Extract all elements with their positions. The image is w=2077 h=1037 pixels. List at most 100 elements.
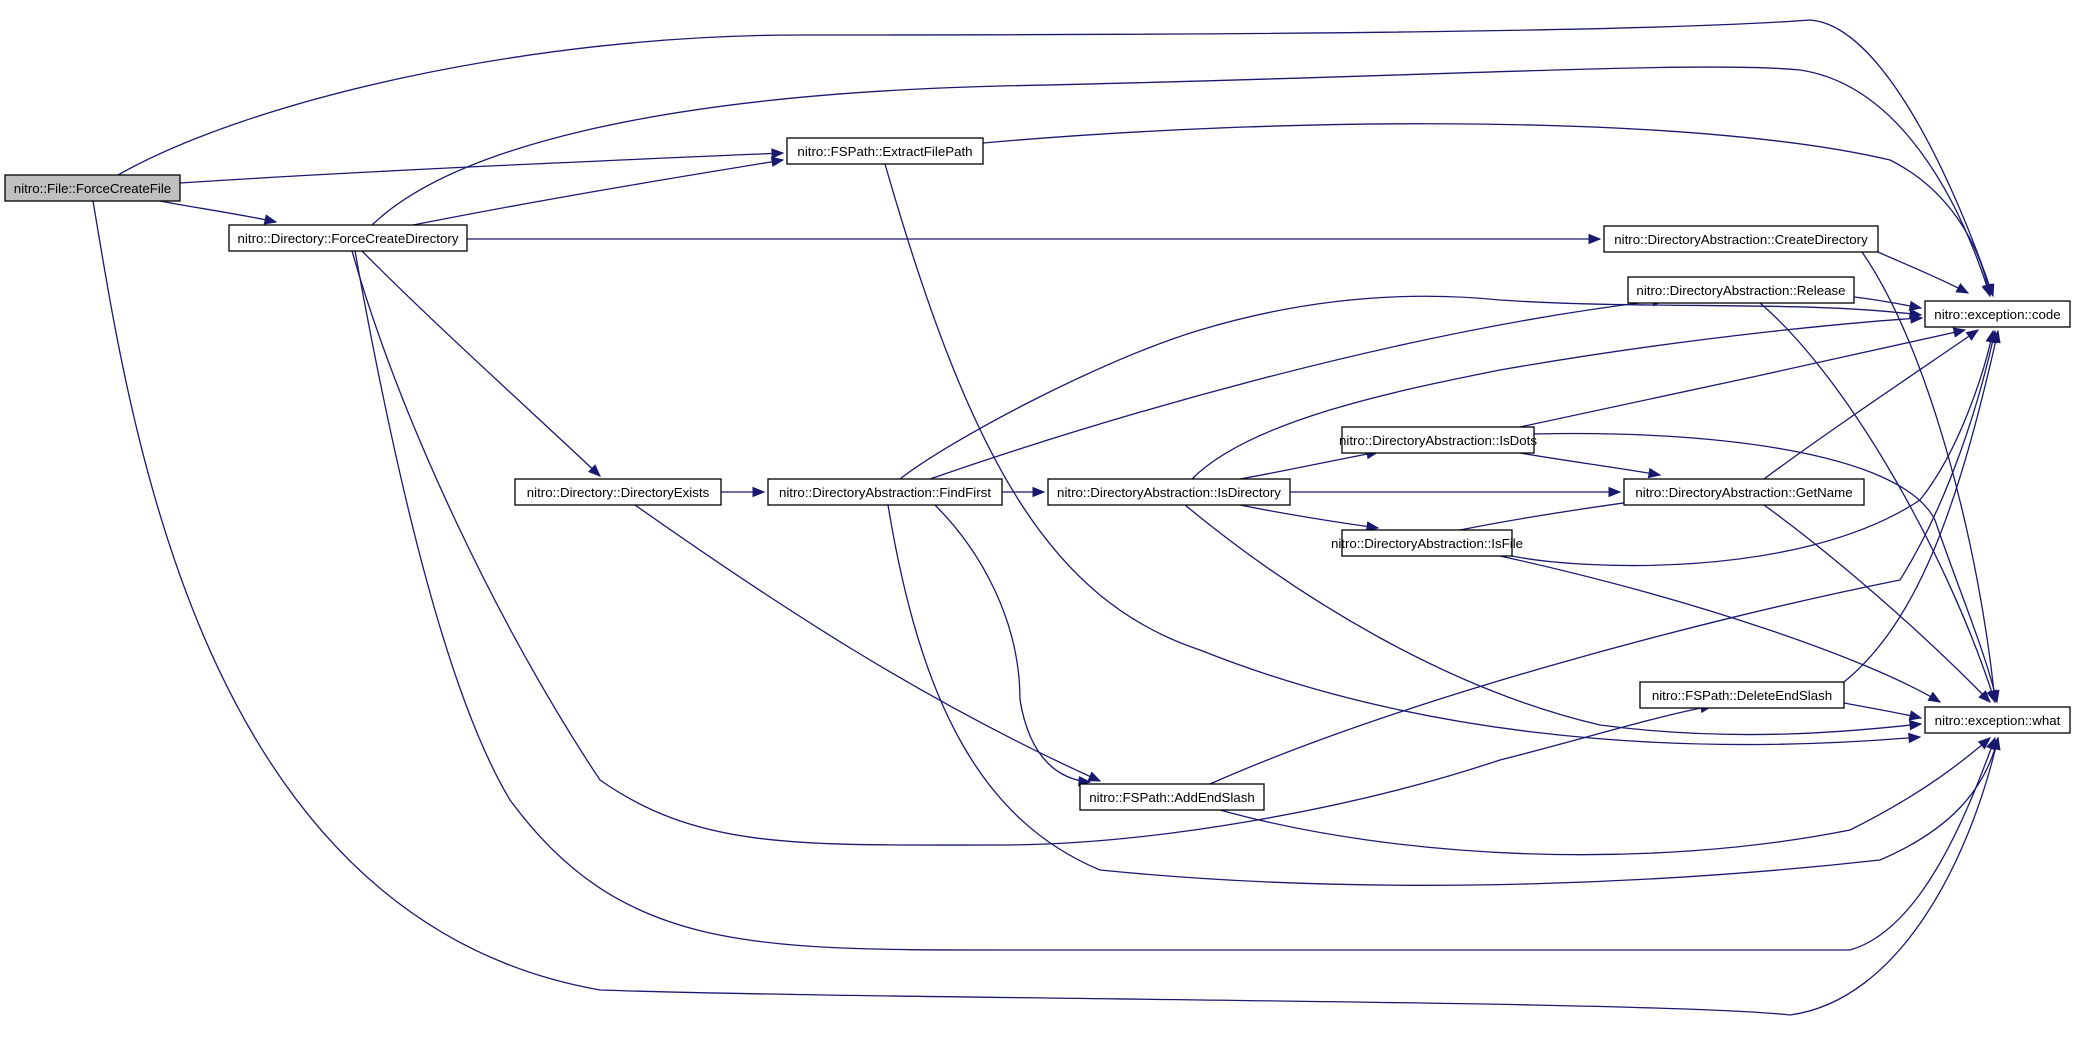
edge-line [1499, 555, 1941, 703]
node-get-name[interactable]: nitro::DirectoryAbstraction::GetName [1623, 478, 1865, 506]
node-directory-exists[interactable]: nitro::Directory::DirectoryExists [514, 478, 722, 506]
arrowhead [1908, 732, 1922, 744]
node-exception-what[interactable]: nitro::exception::what [1924, 706, 2071, 734]
edge-line [1533, 432, 1998, 703]
edge-delete-end-slash-to-exception-code [1843, 329, 2001, 683]
edge-is-directory-to-exception-what [1184, 504, 1923, 736]
node-box [786, 137, 984, 165]
node-box [1603, 225, 1879, 253]
arrowhead [1910, 313, 1924, 324]
edge-line [1759, 302, 1996, 703]
edge-force-create-directory-to-extract-file-path [412, 156, 785, 226]
edge-is-dots-to-get-name [1519, 452, 1662, 479]
edge-find-first-to-is-directory [1001, 486, 1046, 498]
edge-force-create-file-to-exception-what [92, 200, 2001, 1016]
edge-line [1843, 330, 1999, 683]
node-box [1924, 300, 2071, 328]
node-label: nitro::Directory::DirectoryExists [527, 485, 710, 500]
edge-is-directory-to-exception-code [1191, 313, 1924, 480]
node-force-create-directory[interactable]: nitro::Directory::ForceCreateDirectory [228, 224, 468, 252]
edge-extract-file-path-to-exception-what [884, 163, 1922, 746]
edge-line [179, 152, 784, 184]
arrowhead [1588, 233, 1602, 245]
edge-get-name-to-exception-what [1763, 504, 1991, 703]
edge-extract-file-path-to-exception-code [982, 123, 1993, 298]
arrowhead [1965, 329, 1980, 341]
node-label: nitro::Directory::ForceCreateDirectory [238, 231, 459, 246]
node-force-create-file[interactable]: nitro::File::ForceCreateFile [4, 174, 181, 202]
node-box [1623, 478, 1865, 506]
edge-add-end-slash-to-exception-what [1219, 737, 1992, 856]
edge-line [1519, 452, 1661, 476]
edge-line [371, 66, 1991, 297]
edge-line [1763, 329, 1979, 480]
edge-line [634, 504, 1101, 782]
node-layer: nitro::File::ForceCreateFilenitro::Direc… [4, 137, 2071, 811]
node-delete-end-slash[interactable]: nitro::FSPath::DeleteEndSlash [1639, 681, 1845, 709]
edge-line [1239, 451, 1379, 480]
node-label: nitro::File::ForceCreateFile [14, 181, 171, 196]
edge-force-create-file-to-exception-code [117, 19, 1995, 298]
arrowhead [752, 486, 766, 498]
edge-is-dots-to-exception-what [1533, 432, 2000, 704]
node-release[interactable]: nitro::DirectoryAbstraction::Release [1627, 276, 1855, 304]
node-label: nitro::DirectoryAbstraction::CreateDirec… [1614, 232, 1868, 247]
arrowhead [1608, 486, 1622, 498]
node-label: nitro::DirectoryAbstraction::IsDots [1339, 433, 1537, 448]
arrowhead [588, 464, 601, 477]
edge-line [92, 200, 1999, 1016]
edge-line [1209, 330, 1996, 785]
edge-directory-exists-to-add-end-slash [634, 504, 1102, 782]
edge-line [1239, 504, 1379, 529]
edge-line [1877, 251, 1969, 294]
edge-line [351, 250, 1713, 846]
edge-create-directory-to-exception-code [1877, 251, 1970, 294]
arrowhead [1978, 690, 1991, 703]
node-create-directory[interactable]: nitro::DirectoryAbstraction::CreateDirec… [1603, 225, 1879, 253]
arrowhead [1982, 283, 1993, 298]
node-is-directory[interactable]: nitro::DirectoryAbstraction::IsDirectory [1047, 478, 1291, 506]
edge-is-directory-to-get-name [1290, 486, 1622, 498]
edge-line [1519, 329, 1966, 428]
edge-add-end-slash-to-exception-code [1209, 329, 1998, 785]
edge-layer [92, 19, 2001, 1016]
edge-line [884, 163, 1921, 746]
arrowhead [1908, 710, 1923, 721]
node-box [1341, 529, 1513, 557]
edge-line [1843, 702, 1922, 719]
node-add-end-slash[interactable]: nitro::FSPath::AddEndSlash [1079, 783, 1265, 811]
node-box [1627, 276, 1855, 304]
node-find-first[interactable]: nitro::DirectoryAbstraction::FindFirst [767, 478, 1003, 506]
edge-find-first-to-add-end-slash [934, 504, 1092, 787]
node-label: nitro::DirectoryAbstraction::IsDirectory [1057, 485, 1281, 500]
arrowhead [1087, 771, 1102, 782]
edge-line [929, 299, 1665, 480]
edge-line [899, 295, 1922, 480]
edge-release-to-exception-code [1853, 296, 1923, 312]
edge-force-create-directory-to-directory-exists [361, 250, 601, 477]
edge-line [354, 250, 1996, 951]
node-label: nitro::DirectoryAbstraction::GetName [1635, 485, 1852, 500]
edge-line [117, 19, 1994, 297]
node-extract-file-path[interactable]: nitro::FSPath::ExtractFilePath [786, 137, 984, 165]
node-label: nitro::DirectoryAbstraction::FindFirst [779, 485, 991, 500]
node-label: nitro::FSPath::ExtractFilePath [797, 144, 972, 159]
edge-line [159, 200, 277, 223]
edge-force-create-directory-to-create-directory [467, 233, 1602, 245]
node-box [1639, 681, 1845, 709]
node-label: nitro::exception::what [1935, 713, 2061, 728]
node-box [1079, 783, 1265, 811]
edge-line [887, 504, 1999, 886]
arrowhead [771, 148, 785, 159]
node-is-dots[interactable]: nitro::DirectoryAbstraction::IsDots [1339, 426, 1537, 454]
arrowhead [1032, 486, 1046, 498]
edge-find-first-to-release [929, 296, 1666, 480]
edge-line [1184, 504, 1922, 736]
node-exception-code[interactable]: nitro::exception::code [1924, 300, 2071, 328]
node-box [1924, 706, 2071, 734]
node-label: nitro::exception::code [1934, 307, 2060, 322]
edge-line [982, 123, 1991, 297]
edge-is-directory-to-is-dots [1239, 448, 1380, 480]
edge-find-first-to-exception-what [887, 504, 2001, 886]
node-is-file[interactable]: nitro::DirectoryAbstraction::IsFile [1331, 529, 1523, 557]
